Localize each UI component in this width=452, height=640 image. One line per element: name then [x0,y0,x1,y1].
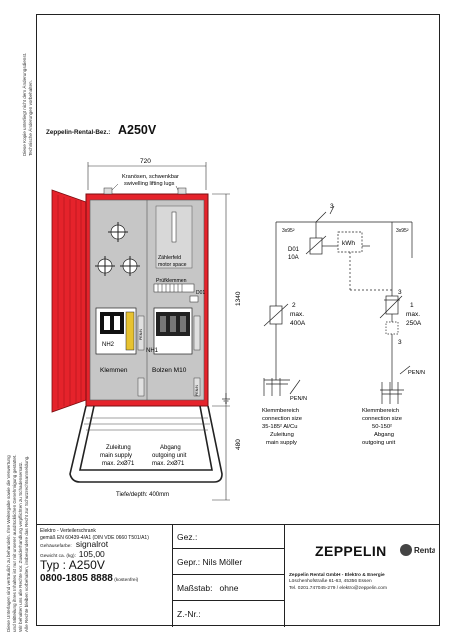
pruefklemmen-label: Prüfklemmen [156,278,187,284]
fuse-right-number: 1 [410,302,414,309]
housing-color-value: signalrot [75,539,109,550]
klemm-left-line5: main supply [266,440,297,446]
klemm-right-line3: 50-150² [372,424,392,430]
klemm-left-line1: Klemmbereich [262,408,299,414]
fuse-right-max: max. [406,311,420,318]
title-block-info: Elektro - Verteilerschrank gemäß EN 6043… [40,528,206,585]
zuleitung-label-en: main supply [100,453,132,459]
scale-value: ohne [219,583,239,593]
height-dimension-label: 1340 [235,291,242,306]
klemm-right-line2: connection size [362,416,402,422]
klemm-left-line2: connection size [262,416,302,422]
pen-n-right-label: PEN/N [408,370,425,376]
height-dimension [212,193,230,501]
doc-standard: gemäß EN 60439-4/A1 (DIN VDE 0660 T501/A… [40,534,149,541]
d01-label-cabinet: D01 [196,290,205,296]
lower-dimension-label: 480 [235,439,242,450]
rental-logo: Rental [400,544,435,556]
drawing-number-row: Z.-Nr.: [177,609,201,619]
fuse-left-max: max. [290,311,304,318]
bolzen-label: Bolzen M10 [152,367,187,374]
pen-n-left-label: PEN/N [290,396,307,402]
title-block: Elektro - Verteilerschrank gemäß EN 6043… [36,524,441,627]
pen-label-cabinet-left: PEN/N [139,329,143,340]
phone-note: (kostenfrei) [114,577,139,583]
abgang-label-size: max. 2xØ71 [152,461,185,467]
doc-type: Elektro - Verteilerschrank [40,528,96,534]
checked-by-row: Gepr.: Nils Möller [173,549,285,575]
drawn-by-row: Gez.: [173,525,285,549]
lifting-lugs-label-de: Kranösen, schwenkbar [122,174,179,180]
lifting-lugs-label-en: swivelling lifting lugs [124,181,175,187]
fuse-right-rating: 250A [406,320,422,327]
drawing-sheet [36,14,440,626]
switch-number-label: 3 [330,203,334,210]
company-address: Zeppelin Rental GmbH - Elektro & Energie… [289,573,387,592]
checked-by-value: Nils Möller [202,557,243,567]
width-dimension-label: 720 [140,158,151,165]
company-column: ZEPPELIN Rental Zeppelin Rental GmbH - E… [284,525,441,627]
fuse-left-rating: 400A [290,320,306,327]
fuse-right-ref-a: 3 [398,289,402,296]
nh2-label: NH2 [102,342,115,348]
cable-right-label: 3x95² [396,228,409,234]
scale-row: Maßstab: ohne [173,575,285,601]
type-designation-value: A250V [118,123,157,137]
cabinet-stand [69,405,223,483]
klemm-left-line3: 35-185² Al/Cu [262,424,297,430]
abgang-label-de: Abgang [160,445,181,451]
zeppelin-logo: ZEPPELIN [315,543,387,559]
type-row: Typ : A250V [40,558,105,573]
fuse-right-ref-b: 3 [398,339,402,346]
depth-label: Tiefe/depth: 400mm [116,492,169,498]
d01-label: D01 [288,247,300,253]
zuleitung-label-size: max. 2xØ71 [102,461,135,467]
klemm-left-line4: Zuleitung [270,432,294,438]
ground-symbol [222,393,230,404]
meter-label-de: Zählerfeld [158,255,181,261]
type-designation-label: Zeppelin-Rental-Bez.: [46,129,111,136]
klemm-right-line5: outgoing unit [362,440,396,446]
type-value: A250V [68,558,105,573]
phone-number: 0800-1805 8888 [40,572,113,584]
weight-value: 105,00 [78,548,105,559]
width-dimension [87,162,207,190]
fuse-left-number: 2 [292,302,296,309]
nh1-label: NH1 [146,348,159,354]
housing-color-row: Gehäusefarbe: signalrot [40,539,109,550]
kwh-label: kWh [342,240,355,247]
klemmen-label: Klemmen [100,367,128,374]
company-contact: Tel. 0201.747045-279 / elektro@zeppelin.… [289,585,387,591]
klemm-right-line4: Abgang [374,432,394,438]
zuleitung-label-de: Zuleitung [106,445,131,451]
company-name: Zeppelin Rental GmbH - Elektro & Energie [289,573,385,578]
pen-label-cabinet-right: PEN/N [195,385,199,396]
company-street: Löschenhofstraße 61-63, 45356 Essen [289,579,372,585]
klemm-right-line1: Klemmbereich [362,408,399,414]
meter-label-en: motor space [158,262,187,268]
weight-row: Gewicht ca. (kg): 105,00 [40,548,105,559]
svg-text:Rental: Rental [414,546,435,555]
d01-rating: 10A [288,255,299,261]
signature-column: Gez.: Gepr.: Nils Möller Maßstab: ohne Z… [172,525,285,627]
cable-left-label: 3x95² [282,228,295,234]
phone-row: 0800-1805 8888 (kostenfrei) [40,572,206,585]
abgang-label-en: outgoing unit [152,453,187,459]
